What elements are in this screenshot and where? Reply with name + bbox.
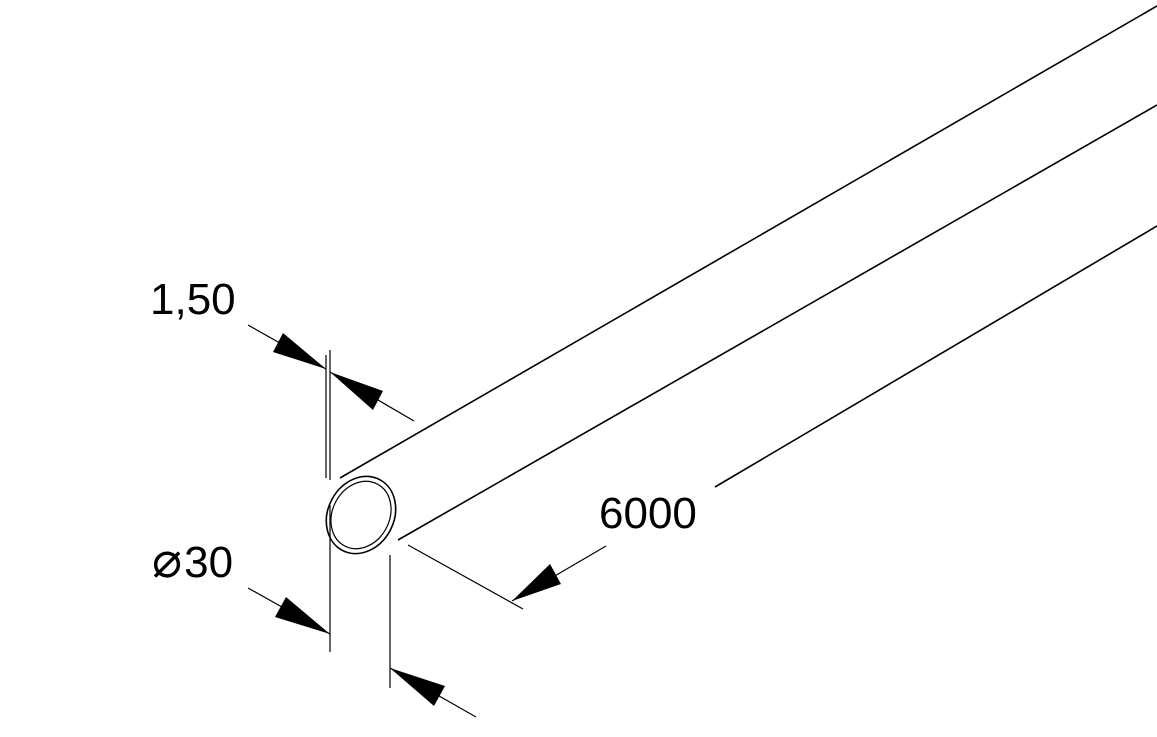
diameter-arrow-left bbox=[275, 597, 330, 634]
tube-outline bbox=[339, 5, 1157, 541]
wall-thickness-dimension: 1,50 bbox=[150, 275, 415, 480]
diameter-dimension: ⌀30 bbox=[152, 505, 477, 718]
wall-thickness-label: 1,50 bbox=[150, 275, 236, 324]
diameter-label: ⌀30 bbox=[152, 532, 233, 588]
length-arrow bbox=[512, 564, 561, 601]
diameter-symbol: ⌀ bbox=[152, 532, 182, 588]
wall-arrow-right bbox=[330, 372, 383, 410]
tube-bottom-edge bbox=[714, 225, 1157, 488]
length-extension-line bbox=[407, 544, 524, 610]
length-dimension: 6000 bbox=[407, 489, 697, 610]
wall-arrow-left bbox=[273, 333, 326, 369]
length-label: 6000 bbox=[599, 489, 697, 538]
tube-outer-rim bbox=[325, 475, 397, 555]
tube-end bbox=[325, 475, 397, 555]
diameter-arrow-right bbox=[390, 668, 445, 706]
tube-inner-rim bbox=[330, 480, 392, 550]
diameter-value: 30 bbox=[184, 538, 233, 587]
tube-top-edge bbox=[339, 5, 1157, 479]
tube-middle-edge bbox=[397, 104, 1157, 541]
